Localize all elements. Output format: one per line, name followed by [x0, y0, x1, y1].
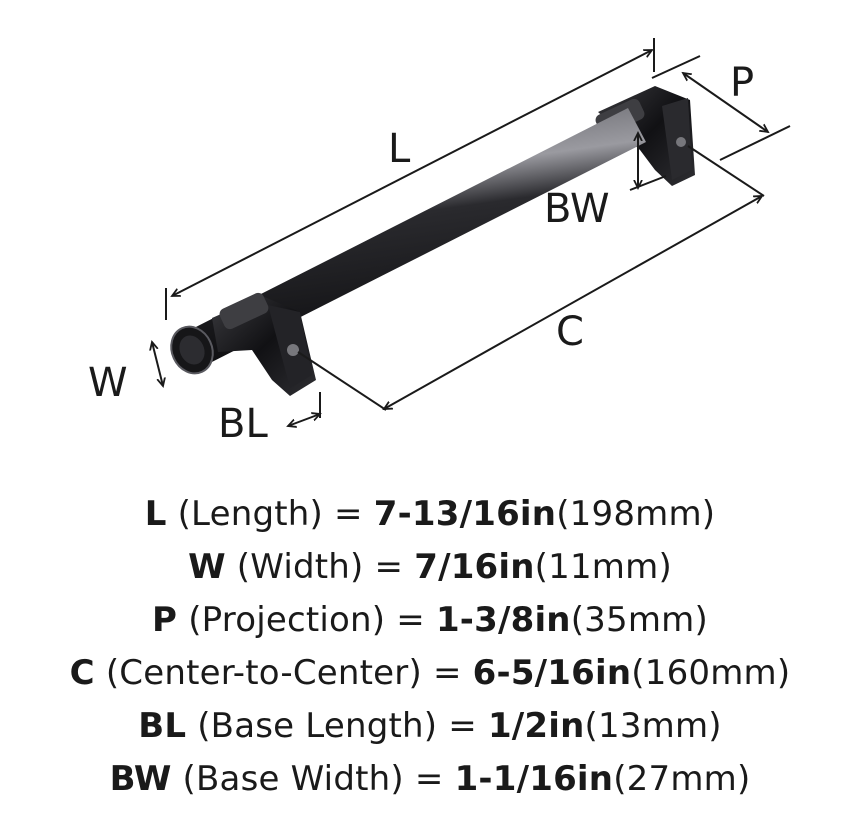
- spec-row-width: W (Width) = 7/16in(11mm): [0, 541, 860, 594]
- spec-description: (Projection) =: [188, 600, 425, 640]
- dimension-label-P: P: [730, 60, 754, 106]
- spec-key: L: [144, 494, 167, 534]
- dimension-label-W: W: [88, 360, 128, 406]
- spec-description: (Length) =: [177, 494, 363, 534]
- spec-imperial-value: 1-3/8in: [435, 600, 571, 640]
- spec-row-projection: P (Projection) = 1-3/8in(35mm): [0, 594, 860, 647]
- spec-metric-value: (35mm): [570, 600, 708, 640]
- spec-imperial-value: 7-13/16in: [373, 494, 557, 534]
- spec-key: C: [69, 653, 95, 693]
- spec-row-length: L (Length) = 7-13/16in(198mm): [0, 488, 860, 541]
- spec-key: BL: [138, 706, 187, 746]
- dimension-label-C: C: [556, 309, 584, 355]
- spec-row-center-to-center: C (Center-to-Center) = 6-5/16in(160mm): [0, 647, 860, 700]
- spec-key: W: [188, 547, 226, 587]
- spec-imperial-value: 6-5/16in: [472, 653, 632, 693]
- spec-metric-value: (160mm): [631, 653, 791, 693]
- spec-imperial-value: 7/16in: [414, 547, 535, 587]
- spec-imperial-value: 1/2in: [487, 706, 585, 746]
- spec-description: (Base Length) =: [197, 706, 477, 746]
- cabinet-pull-dimension-diagram: L P BW C W BL: [88, 38, 791, 447]
- spec-metric-value: (13mm): [584, 706, 722, 746]
- spec-row-base-length: BL (Base Length) = 1/2in(13mm): [0, 700, 860, 753]
- spec-imperial-value: 1-1/16in: [454, 759, 614, 799]
- dimension-label-L: L: [388, 126, 411, 172]
- dimension-specification-list: L (Length) = 7-13/16in(198mm) W (Width) …: [0, 488, 860, 806]
- spec-row-base-width: BW (Base Width) = 1-1/16in(27mm): [0, 753, 860, 806]
- spec-description: (Center-to-Center) =: [105, 653, 462, 693]
- dimension-label-BW: BW: [544, 186, 610, 232]
- dimension-lines: [152, 38, 791, 426]
- dimension-label-BL: BL: [218, 401, 268, 447]
- spec-metric-value: (198mm): [556, 494, 716, 534]
- spec-metric-value: (11mm): [534, 547, 672, 587]
- cabinet-pull-product: [170, 86, 695, 396]
- spec-description: (Base Width) =: [182, 759, 444, 799]
- spec-description: (Width) =: [236, 547, 404, 587]
- spec-key: BW: [109, 759, 172, 799]
- left-post: [212, 292, 316, 396]
- spec-metric-value: (27mm): [613, 759, 751, 799]
- spec-key: P: [152, 600, 178, 640]
